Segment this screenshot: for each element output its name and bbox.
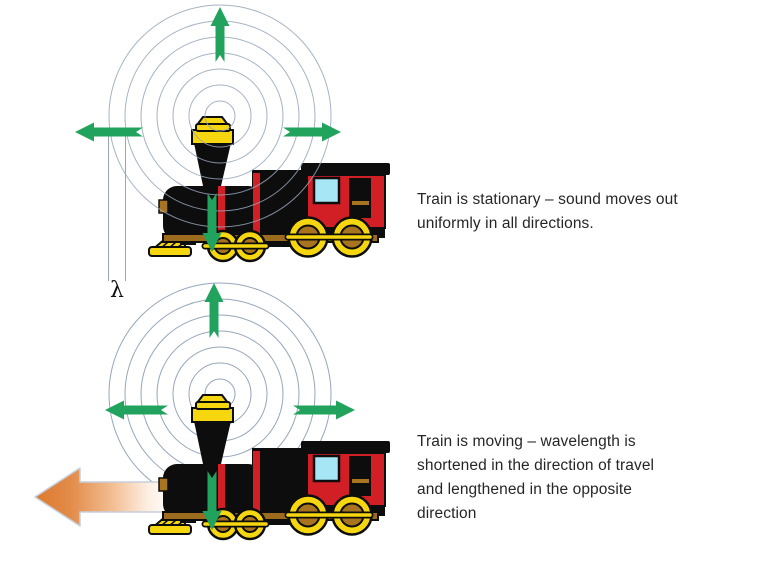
caption-line: Train is stationary – sound moves out [417,191,678,208]
caption-moving: Train is moving – wavelength is shortene… [417,430,654,526]
motion-arrow-left [34,467,177,527]
caption-line: shortened in the direction of travel [417,457,655,474]
caption-line: direction [417,505,477,522]
wavelength-marker: λ [108,131,126,303]
lambda-label: λ [110,278,124,303]
train-stationary [149,117,390,261]
bottom-diagram-moving-train [34,282,390,539]
arrow-left-icon [105,400,168,420]
top-diagram-stationary-train: λ [75,4,390,303]
arrow-right-icon [293,400,355,420]
caption-line: and lengthened in the opposite [417,481,633,498]
caption-stationary: Train is stationary – sound moves out un… [417,188,678,236]
caption-line: uniformly in all directions. [417,215,594,232]
train-moving [149,395,390,539]
caption-line: Train is moving – wavelength is [417,433,636,450]
arrow-up-icon [204,283,224,338]
